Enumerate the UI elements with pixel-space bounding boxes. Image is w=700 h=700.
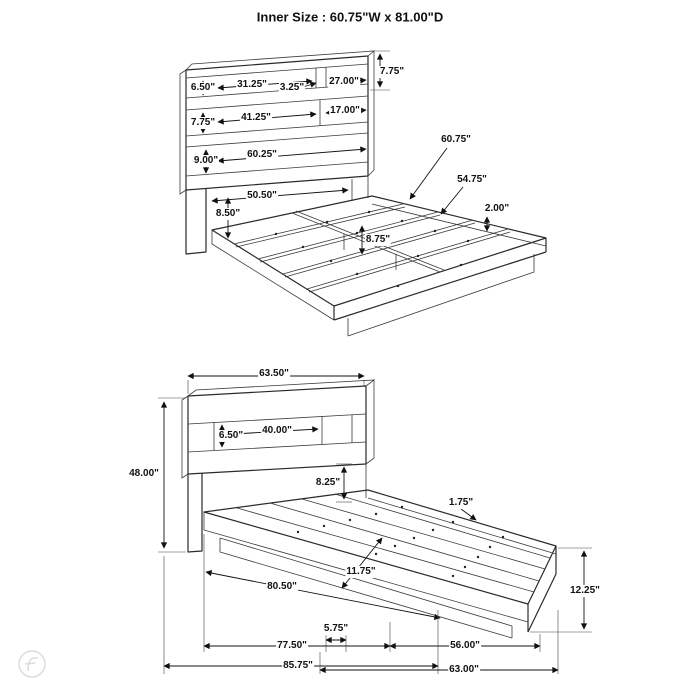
watermark-logo: [18, 650, 46, 678]
dim-slat-thickness: 1.75": [447, 497, 475, 509]
dim-base-inset: 5.75": [322, 623, 350, 635]
dim-center-rail-height: 8.75": [364, 234, 392, 246]
dim-cubby1-height: 6.50": [189, 82, 217, 94]
dim-slat-spacing: 11.75": [345, 566, 377, 578]
dim-cubby2-width: 41.25": [240, 112, 272, 124]
dim-inner-width: 60.75": [440, 134, 472, 146]
dim-deck-to-shelf: 8.25": [314, 477, 342, 489]
dim-shelf-width: 40.00": [261, 425, 293, 437]
dim-foot-height: 12.25": [569, 585, 601, 597]
page-title: Inner Size : 60.75"W x 81.00"D: [256, 9, 444, 25]
dim-cubby2-right-width: 17.00": [329, 105, 361, 117]
dim-deck-length: 80.50": [266, 581, 298, 593]
top-perspective-drawing: [179, 50, 547, 337]
dim-headboard-height: 48.00": [128, 468, 160, 480]
dim-total-depth: 85.75": [282, 660, 314, 672]
dim-headboard-top-depth: 7.75": [378, 66, 406, 78]
dim-rail-lip: 2.00": [483, 203, 511, 215]
dim-leg-height: 8.50": [214, 208, 242, 220]
dim-cubby1-right-width: 27.00": [328, 76, 360, 88]
dim-shelf-height: 6.50": [217, 430, 245, 442]
dim-cubby3-width: 60.25": [246, 149, 278, 161]
dim-headboard-width: 63.50": [258, 368, 290, 380]
side-perspective-drawing: [158, 372, 592, 674]
dim-leg-span: 50.50": [246, 190, 278, 202]
dim-platform-length: 63.00": [448, 664, 480, 676]
dim-slat-length: 54.75": [456, 174, 488, 186]
dim-cubby2-height: 7.75": [189, 117, 217, 129]
dim-foot-section-length: 56.00": [449, 640, 481, 652]
dim-divider-width: 3.25": [278, 82, 306, 94]
dim-cubby3-height: 9.00": [192, 155, 220, 167]
dim-cubby1-width: 31.25": [236, 79, 268, 91]
dim-base-length: 77.50": [276, 640, 308, 652]
